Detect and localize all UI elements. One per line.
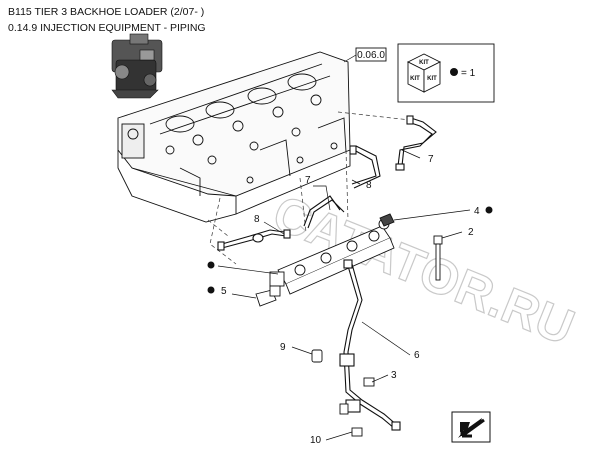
return-line-6 <box>339 259 401 431</box>
sensor-part-5 <box>255 285 281 307</box>
callout-4-dot <box>485 206 493 214</box>
kit-equals: = 1 <box>461 68 476 79</box>
callout-3: 3 <box>391 370 397 381</box>
engine-icon <box>111 33 163 99</box>
kit-label-right: KIT <box>427 76 437 82</box>
callout-dot-rail <box>207 261 215 269</box>
kit-dot <box>450 68 458 76</box>
callout-2: 2 <box>468 227 474 238</box>
callout-5-dot <box>207 286 215 294</box>
kit-box-icon <box>406 53 442 93</box>
callout-6: 6 <box>414 350 420 361</box>
bolt-part-2 <box>433 235 443 281</box>
fuel-rail <box>269 213 395 295</box>
callout-7-middle: 7 <box>305 175 311 186</box>
leader-lines <box>217 149 471 441</box>
callout-9: 9 <box>280 342 286 353</box>
kit-legend: KIT KIT KIT = 1 <box>397 43 495 103</box>
reference-label: 0.06.0 <box>357 50 385 61</box>
callout-8-middle: 8 <box>366 180 372 191</box>
cylinder-head <box>117 51 351 223</box>
kit-label-top: KIT <box>419 60 429 66</box>
small-parts <box>311 349 375 437</box>
arrow-down-left-icon[interactable] <box>451 411 491 443</box>
callout-10: 10 <box>310 435 322 446</box>
callout-4: 4 <box>474 206 480 217</box>
callout-7-upper: 7 <box>428 154 434 165</box>
page-subtitle: 0.14.9 INJECTION EQUIPMENT - PIPING <box>8 22 206 34</box>
callouts: 7 7 8 8 4 2 5 9 6 3 10 <box>207 154 493 446</box>
callout-8-left: 8 <box>254 214 260 225</box>
kit-label-left: KIT <box>410 76 420 82</box>
reference-box: 0.06.0 <box>343 47 387 63</box>
injection-pipes <box>217 115 437 251</box>
page-title: B115 TIER 3 BACKHOE LOADER (2/07- ) <box>8 6 205 18</box>
callout-5: 5 <box>221 286 227 297</box>
